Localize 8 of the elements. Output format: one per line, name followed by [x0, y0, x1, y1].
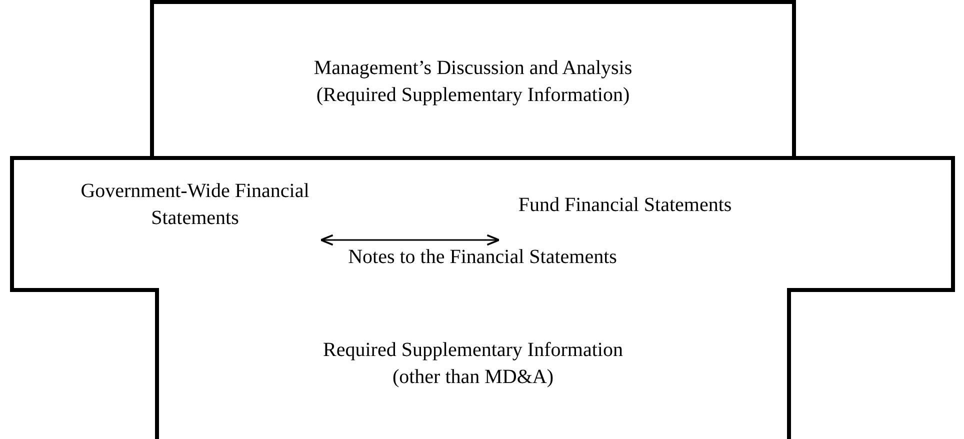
section-box	[155, 288, 791, 439]
section-text: Management’s Discussion and Analysis (Required Supplementary Information)	[312, 56, 634, 108]
section-box	[10, 156, 955, 292]
statement-label: Government-Wide Financial Statements	[70, 172, 320, 238]
section-text: Required Supplementary Information (other than MD&A)	[322, 338, 624, 390]
statement-label: Fund Financial Statements	[500, 172, 750, 238]
section-text: Notes to the Financial Statements	[347, 245, 618, 270]
double-arrow	[320, 234, 500, 246]
